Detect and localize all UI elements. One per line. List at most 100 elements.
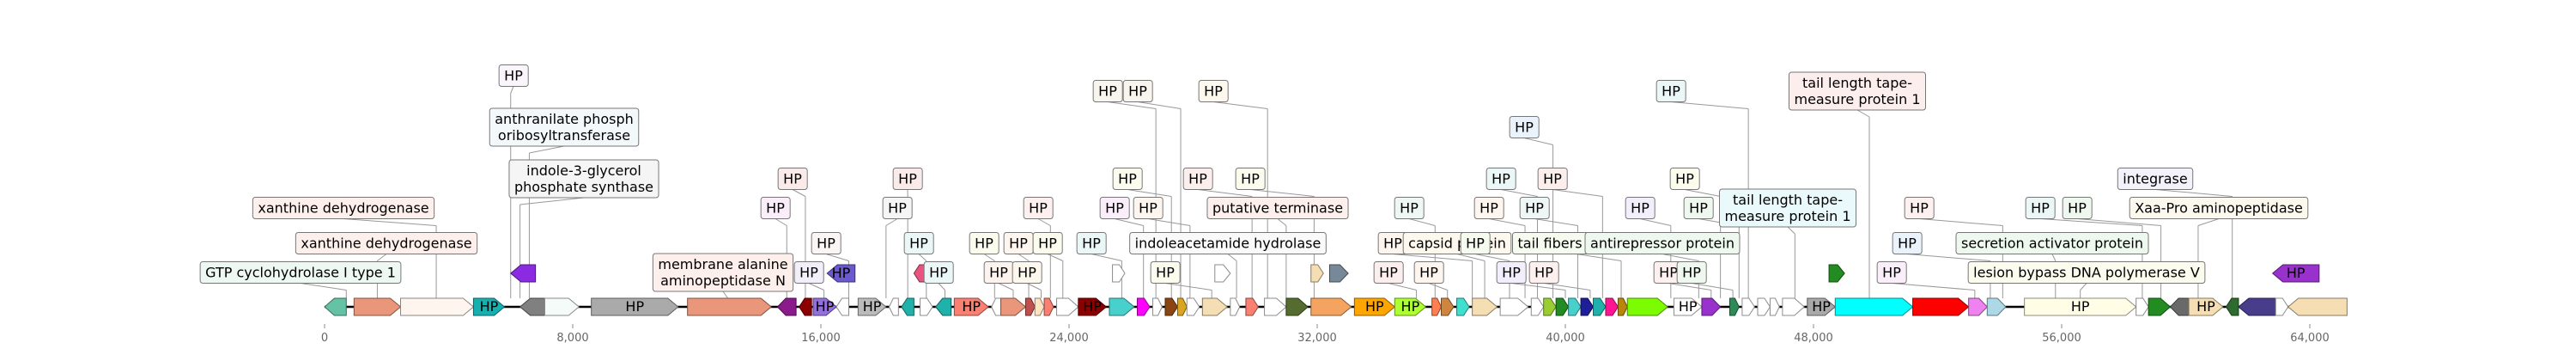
label-box: [1150, 261, 1181, 284]
label-box: [1394, 197, 1425, 219]
gene-arrow: [1176, 297, 1188, 316]
feature-label: HP: [1235, 168, 1266, 190]
label-box: [1099, 197, 1130, 219]
gene-arrow: [2275, 297, 2289, 316]
label-text: GTP cyclohydrolase I type 1: [205, 265, 396, 281]
label-text: HP: [1515, 119, 1534, 136]
axis-tick-label: 24,000: [1049, 332, 1089, 345]
label-connector: [1107, 101, 1157, 109]
feature-label: integrase: [2117, 168, 2194, 190]
feature-label: HP: [1122, 80, 1153, 102]
label-box: [1669, 168, 1700, 190]
label-text: HP: [1029, 200, 1048, 217]
feature-labels: GTP cyclohydrolase I type 1 xanthine dehy…: [199, 64, 2309, 292]
label-box: [1182, 168, 1213, 190]
label-connector: [1552, 189, 1603, 197]
gene-arrow: [1043, 297, 1054, 316]
label-connector: [1277, 218, 1287, 226]
gene-arrow: [1024, 297, 1036, 316]
label-box: [1904, 197, 1935, 219]
label-text: HP: [1118, 171, 1137, 187]
feature-label: HP: [1099, 197, 1130, 219]
label-text: HP: [504, 68, 523, 84]
gene-arrow: [1285, 297, 1309, 316]
gene-arrow: [901, 297, 914, 316]
feature-label: HP: [1537, 168, 1568, 190]
gene-inline-label: HP: [480, 298, 499, 315]
gene-arrow: [1741, 297, 1755, 316]
label-text: HP: [1534, 265, 1553, 281]
label-text: HP: [766, 200, 785, 217]
gene-arrow: [1499, 297, 1529, 316]
gene-arrow: [826, 264, 856, 283]
label-connector: [1534, 218, 1578, 226]
label-box: [1206, 197, 1349, 219]
label-connector: [1691, 283, 1734, 291]
gene-arrow: [1245, 297, 1259, 316]
feature-label: Xaa-Pro aminopeptidase: [2129, 197, 2309, 219]
label-connector: [2039, 218, 2142, 226]
label-connector: [938, 283, 945, 291]
gene-arrow: [2225, 297, 2239, 316]
label-text: HP: [1038, 236, 1057, 252]
label-box: [1676, 261, 1707, 284]
label-text: HP: [1543, 171, 1562, 187]
label-box: [1955, 232, 2149, 254]
feature-label: HP: [793, 261, 824, 284]
feature-label: GTP cyclohydrolase I type 1: [199, 261, 402, 284]
label-connector: [1918, 218, 2003, 226]
label-text: HP: [1882, 265, 1901, 281]
label-connector: [1670, 101, 1749, 109]
feature-label: tail length tape-measure protein 1: [1718, 188, 1857, 228]
label-connector: [1018, 254, 1030, 261]
label-box: [1788, 71, 1927, 111]
label-text: HP: [783, 171, 802, 187]
label-box: [1509, 116, 1540, 138]
feature-label: HP: [1003, 232, 1034, 254]
label-text: lesion bypass DNA polymerase V: [1973, 265, 2200, 281]
label-box: [1876, 261, 1907, 284]
gene-arrow: [857, 297, 887, 316]
label-text: tail length tape-measure protein 1: [1794, 75, 1920, 107]
label-connector: [1488, 218, 1526, 226]
label-text: HP: [1400, 200, 1419, 217]
label-box: [1112, 168, 1143, 190]
gene-arrow: [1264, 297, 1287, 316]
feature-label: HP: [1377, 232, 1408, 254]
gene-inline-label: HP: [816, 298, 835, 315]
label-text: xanthine dehydrogenase: [301, 236, 471, 252]
label-text: HP: [898, 171, 917, 187]
gene-arrow: [1214, 264, 1231, 283]
gene-arrow: [687, 297, 772, 316]
gene-arrow: [400, 297, 475, 316]
gene-arrow: [1353, 297, 1396, 316]
axis-tick-label: 0: [321, 332, 328, 345]
label-text: tail length tape-measure protein 1: [1724, 192, 1850, 224]
label-text: HP: [1689, 200, 1708, 217]
label-box: [793, 261, 824, 284]
feature-label: lesion bypass DNA polymerase V: [1967, 261, 2206, 284]
gene-arrow: [1555, 297, 1570, 316]
gene-arrow: [2271, 264, 2320, 283]
label-text: HP: [1659, 265, 1678, 281]
label-connector: [792, 189, 806, 197]
label-box: [1122, 80, 1153, 102]
label-text: HP: [1383, 236, 1402, 252]
label-box: [1485, 168, 1516, 190]
gene-inline-label: HP: [2071, 298, 2090, 315]
label-box: [1373, 261, 1404, 284]
label-text: HP: [929, 265, 948, 281]
label-box: [1892, 232, 1923, 254]
label-box: [1496, 261, 1527, 284]
label-text: HP: [799, 265, 818, 281]
gene-arrow: [1543, 297, 1557, 316]
gene-arrow: [1310, 264, 1324, 283]
label-text: HP: [1502, 265, 1521, 281]
label-box: [489, 107, 640, 147]
label-box: [2025, 197, 2056, 219]
gene-arrow: [2238, 297, 2276, 316]
label-box: [1656, 80, 1686, 102]
